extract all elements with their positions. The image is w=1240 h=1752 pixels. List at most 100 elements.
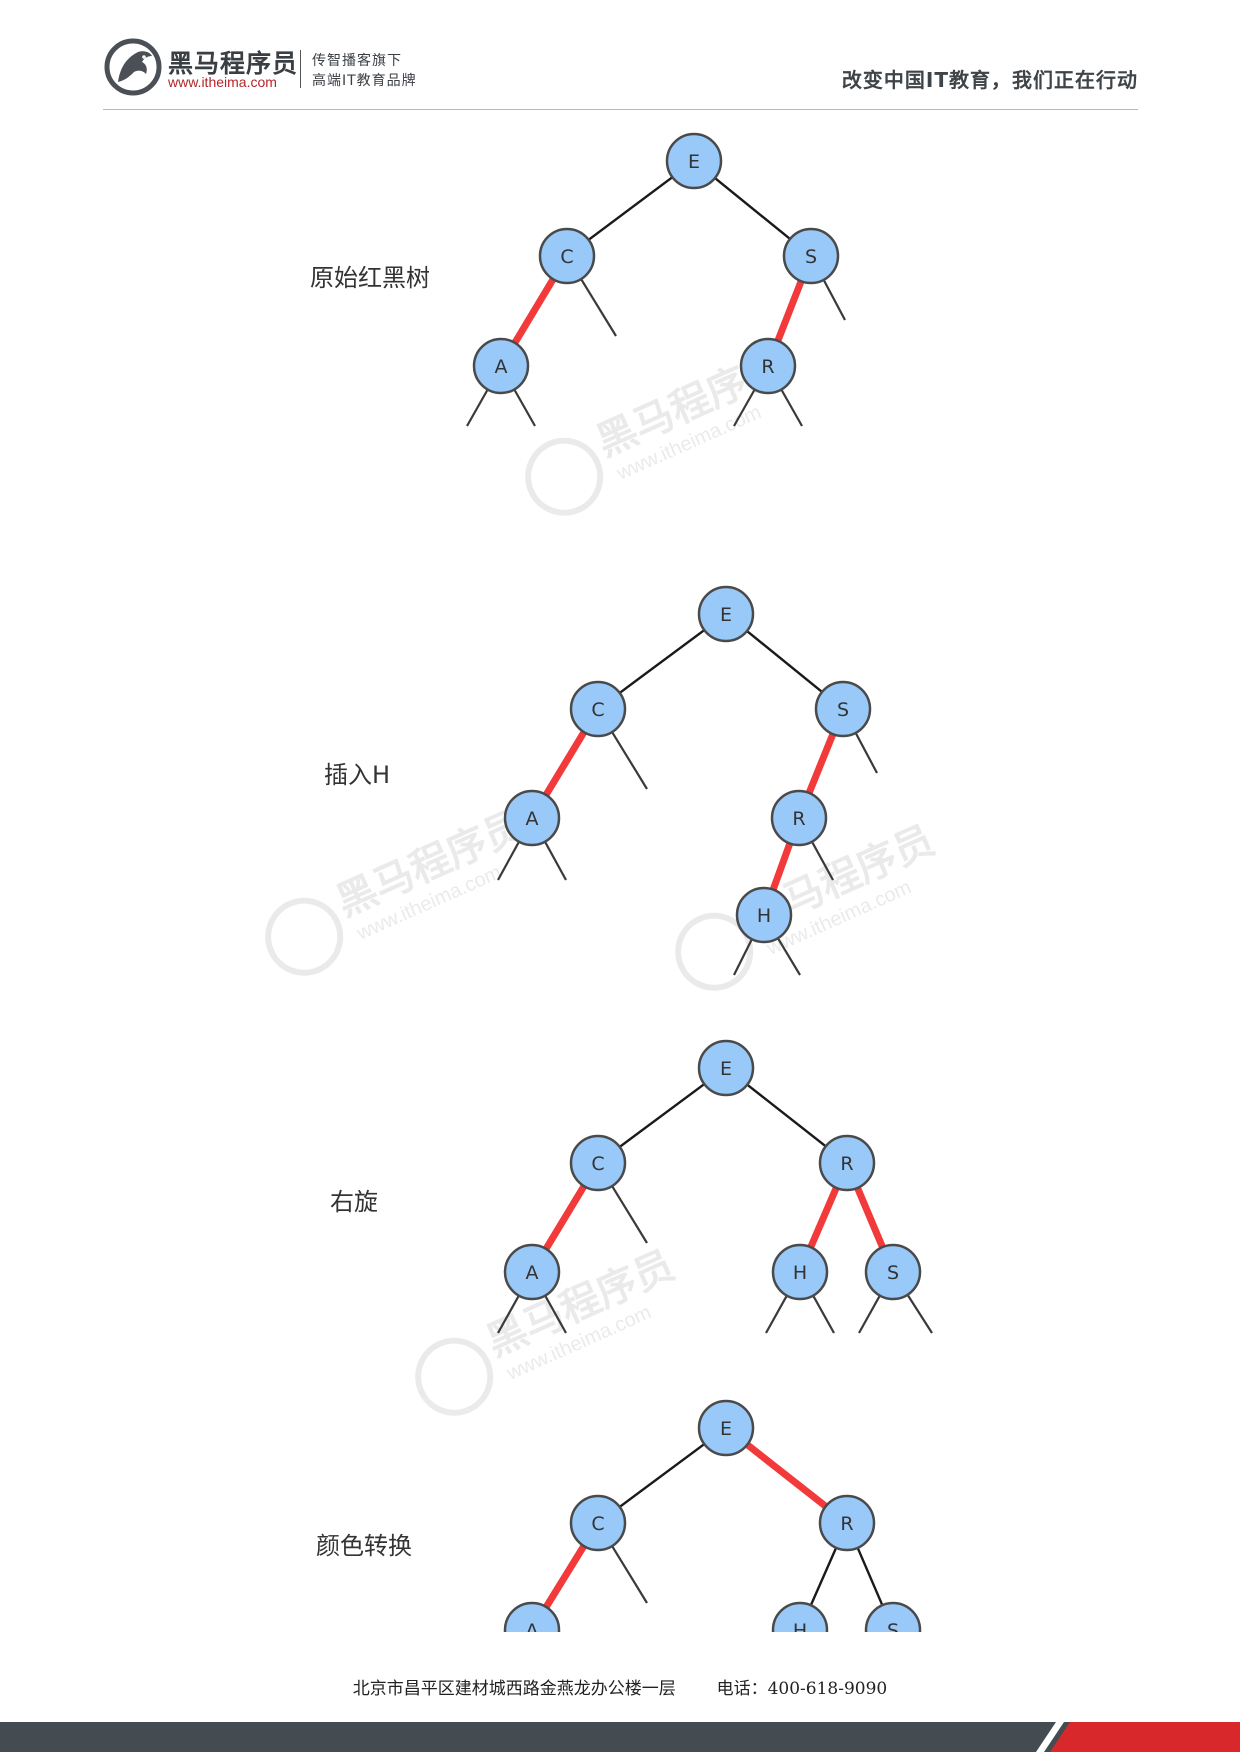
node-label: R: [840, 1513, 853, 1535]
header-rule: [103, 109, 1138, 110]
node-label: C: [591, 1513, 604, 1535]
node-label: S: [887, 1262, 899, 1284]
node-label: H: [757, 905, 771, 927]
node-label: C: [591, 699, 604, 721]
node-label: E: [688, 151, 700, 173]
node-circle: [697, 585, 755, 643]
node-circle: [569, 1494, 627, 1552]
node-label: R: [792, 808, 805, 830]
node-circle: [569, 1134, 627, 1192]
node-circle: [503, 1601, 561, 1632]
null-link: [497, 841, 520, 881]
red-link: [805, 732, 837, 795]
tree-node-e: E: [697, 1039, 755, 1097]
null-link: [811, 841, 834, 881]
node-circle: [538, 227, 596, 285]
black-link: [745, 629, 824, 694]
tagline-line2: 高端IT教育品牌: [312, 73, 417, 89]
tree-node-r: R: [770, 789, 828, 847]
black-link: [618, 628, 706, 695]
tree-node-a: A: [503, 1243, 561, 1301]
footer-contact: 北京市昌平区建材城西路金燕龙办公楼一层 电话：400-618-9090: [0, 1674, 1240, 1699]
node-label: E: [720, 1418, 732, 1440]
node-circle: [814, 680, 872, 738]
node-circle: [782, 227, 840, 285]
stage-label: 右旋: [330, 1188, 378, 1216]
footer-bar: [0, 1722, 1240, 1752]
red-link: [774, 279, 805, 343]
node-label: E: [720, 604, 732, 626]
node-circle: [864, 1243, 922, 1301]
null-link: [611, 1185, 648, 1244]
node-circle: [503, 789, 561, 847]
node-label: S: [805, 246, 817, 268]
tree-node-h: H: [735, 886, 793, 944]
footer-bar-accent: [1050, 1722, 1240, 1752]
node-circle: [665, 132, 723, 190]
node-circle: [735, 886, 793, 944]
watermark-logo-icon: [415, 1337, 494, 1416]
red-link: [807, 1186, 840, 1249]
tree-node-c: C: [569, 680, 627, 738]
tree-node-r: R: [818, 1494, 876, 1552]
node-label: C: [560, 246, 573, 268]
tree-node-s: S: [814, 680, 872, 738]
footer-address: 北京市昌平区建材城西路金燕龙办公楼一层: [352, 1679, 676, 1699]
tree-node-c: C: [569, 1134, 627, 1192]
tree-node-s: S: [782, 227, 840, 285]
node-label: A: [495, 356, 508, 378]
stage-label: 颜色转换: [316, 1532, 412, 1560]
tree-node-r: R: [818, 1134, 876, 1192]
tree-node-h: H: [771, 1243, 829, 1301]
null-link: [854, 732, 878, 774]
node-label: R: [761, 356, 774, 378]
tree-node-e: E: [665, 132, 723, 190]
black-link: [618, 1442, 706, 1509]
null-link: [513, 388, 536, 427]
header-slogan: 改变中国IT教育，我们正在行动: [841, 68, 1138, 92]
tree-node-h: H: [771, 1601, 829, 1632]
footer-bar-dark: [0, 1722, 1240, 1752]
tree-node-r: R: [739, 337, 797, 395]
red-link: [769, 842, 794, 891]
node-circle: [569, 680, 627, 738]
tree-node-a: A: [503, 1601, 561, 1632]
tree-node-e: E: [697, 585, 755, 643]
red-link: [854, 1186, 886, 1249]
tree-stage-4: 颜色转换 E C R A H S: [316, 1399, 922, 1632]
node-circle: [472, 337, 530, 395]
node-circle: [818, 1134, 876, 1192]
node-label: S: [837, 699, 849, 721]
node-circle: [771, 1243, 829, 1301]
red-link: [511, 277, 557, 345]
page-header: 黑马程序员 www.itheima.com 传智播客旗下 高端IT教育品牌 改变…: [0, 0, 1240, 112]
brand-url[interactable]: www.itheima.com: [168, 74, 277, 90]
node-circle: [503, 1243, 561, 1301]
null-link: [733, 938, 753, 976]
tree-node-s: S: [864, 1601, 922, 1632]
tree-stage-3: 右旋 E C R A H S: [330, 1039, 933, 1334]
node-circle: [864, 1601, 922, 1632]
null-link: [466, 388, 489, 427]
tree-node-e: E: [697, 1399, 755, 1457]
brand-divider: [300, 50, 301, 88]
watermark-logo-icon: [265, 897, 344, 976]
node-circle: [697, 1039, 755, 1097]
horse-logo-icon: [104, 38, 162, 96]
null-link: [611, 1545, 648, 1604]
black-link: [809, 1546, 838, 1607]
red-link: [543, 1544, 587, 1609]
node-label: H: [793, 1620, 807, 1632]
node-label: H: [793, 1262, 807, 1284]
node-label: A: [526, 1262, 539, 1284]
node-label: C: [591, 1153, 604, 1175]
null-link: [611, 731, 648, 790]
node-label: E: [720, 1058, 732, 1080]
tree-node-a: A: [472, 337, 530, 395]
black-link: [746, 1083, 827, 1148]
node-label: R: [840, 1153, 853, 1175]
